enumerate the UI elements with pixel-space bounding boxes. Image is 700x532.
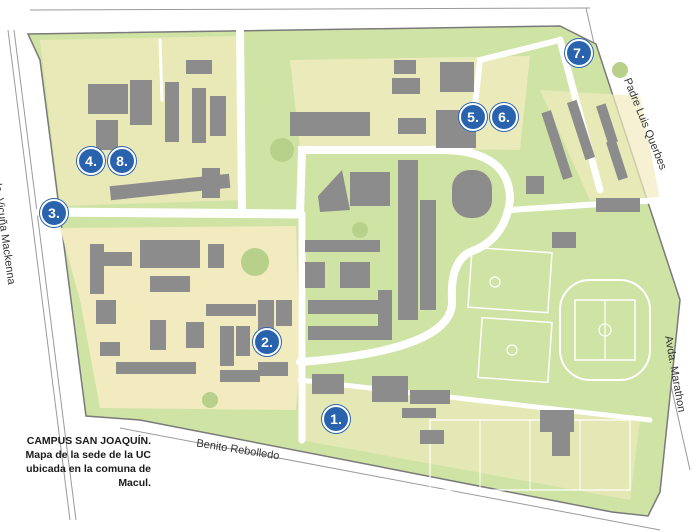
marker-2[interactable]: 2.: [253, 328, 281, 356]
caption-title: CAMPUS SAN JOAQUÍN.: [26, 435, 151, 447]
road-edge: [29, 7, 591, 11]
marker-5[interactable]: 5.: [459, 103, 487, 131]
zone-northeast: [540, 90, 660, 200]
caption-line-1: Mapa de la sede de la UC: [25, 449, 151, 461]
map-caption: CAMPUS SAN JOAQUÍN. Mapa de la sede de l…: [6, 434, 151, 490]
marker-6[interactable]: 6.: [490, 103, 518, 131]
marker-1[interactable]: 1.: [322, 405, 350, 433]
sports-fields: [429, 246, 651, 491]
caption-line-2: ubicada en la comuna de: [26, 463, 151, 475]
marker-3[interactable]: 3.: [40, 199, 68, 227]
marker-8[interactable]: 8.: [108, 147, 136, 175]
road-edge: [119, 427, 661, 531]
caption-line-3: Macul.: [118, 477, 151, 489]
marker-7[interactable]: 7.: [565, 39, 593, 67]
internal-roads: [35, 26, 663, 444]
road-edge: [13, 29, 77, 521]
marker-4[interactable]: 4.: [77, 147, 105, 175]
trees: [202, 62, 628, 408]
buildings: [88, 60, 640, 456]
road-edge: [7, 29, 71, 521]
